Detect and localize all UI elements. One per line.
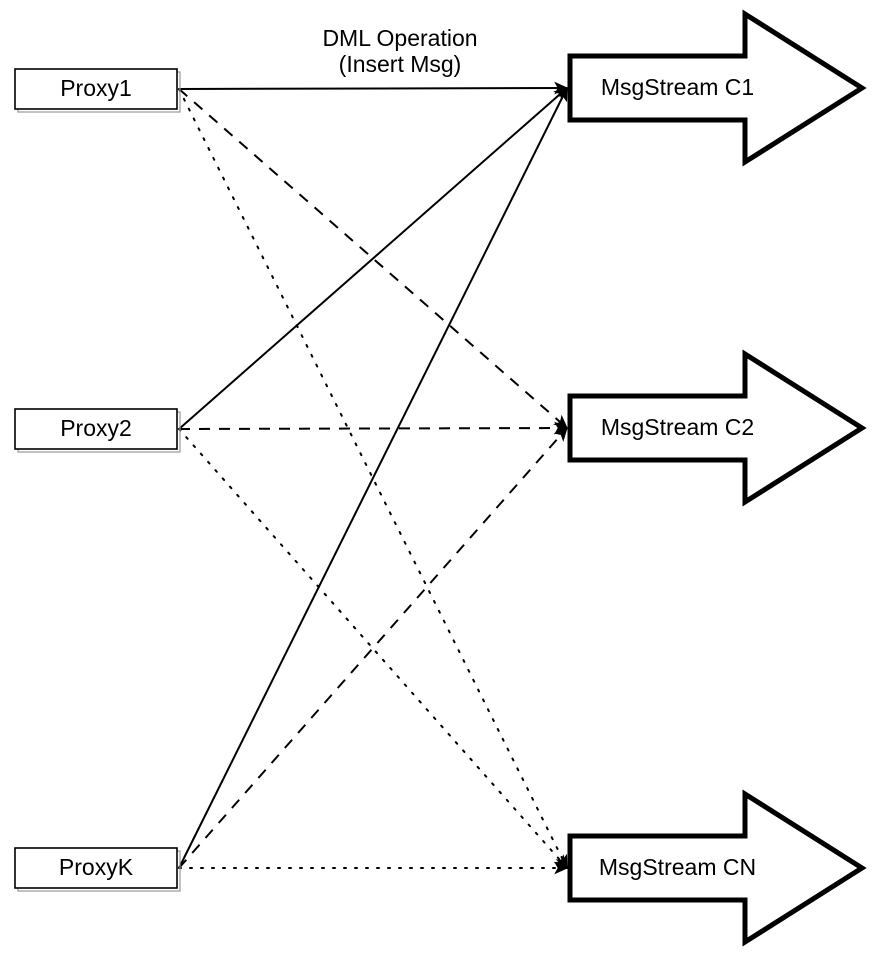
stream-node-cn[interactable]: MsgStream CN [567, 789, 867, 947]
stream-nodes-layer: MsgStream C1 MsgStream C2 MsgStream CN [567, 9, 867, 947]
edge-proxy2-c1 [178, 87, 568, 430]
stream-arrow-icon[interactable] [567, 9, 867, 167]
source-node-proxyk[interactable]: ProxyK [14, 847, 181, 892]
edge-line-dashed [178, 88, 568, 429]
edge-proxyk-c1 [178, 86, 568, 869]
edge-proxyk-c2 [178, 427, 568, 869]
stream-node-label: MsgStream C1 [601, 74, 754, 100]
source-node-proxy1[interactable]: Proxy1 [14, 68, 181, 113]
edge-proxy2-c2 [178, 421, 569, 435]
edge-line-solid [178, 87, 568, 430]
source-node-rect[interactable] [14, 847, 178, 889]
stream-node-c2[interactable]: MsgStream C2 [567, 349, 867, 507]
edge-line-dotted [178, 88, 568, 870]
edge-line-solid [178, 81, 569, 95]
stream-node-label: MsgStream C2 [601, 414, 754, 440]
edges-layer [178, 81, 569, 875]
stream-arrow-icon[interactable] [567, 789, 867, 947]
stream-node-label: MsgStream CN [599, 854, 756, 880]
edge-caption: DML Operation (Insert Msg) [322, 25, 477, 77]
edge-caption-line2: (Insert Msg) [339, 51, 462, 77]
source-node-proxy2[interactable]: Proxy2 [14, 408, 181, 453]
stream-node-c1[interactable]: MsgStream C1 [567, 9, 867, 167]
edge-line-dashed [178, 427, 568, 869]
edge-proxy1-c1 [178, 81, 569, 95]
source-node-label: ProxyK [59, 854, 134, 880]
source-node-label: Proxy2 [60, 415, 132, 441]
edge-proxy1-cn [178, 88, 568, 870]
edge-line-dashed [178, 421, 569, 435]
edge-line-solid [178, 86, 568, 869]
source-node-label: Proxy1 [60, 75, 132, 101]
source-node-rect[interactable] [14, 408, 178, 450]
source-node-rect[interactable] [14, 68, 178, 110]
edge-proxy1-c2 [178, 88, 568, 429]
edge-caption-line1: DML Operation [322, 25, 477, 51]
stream-arrow-icon[interactable] [567, 349, 867, 507]
